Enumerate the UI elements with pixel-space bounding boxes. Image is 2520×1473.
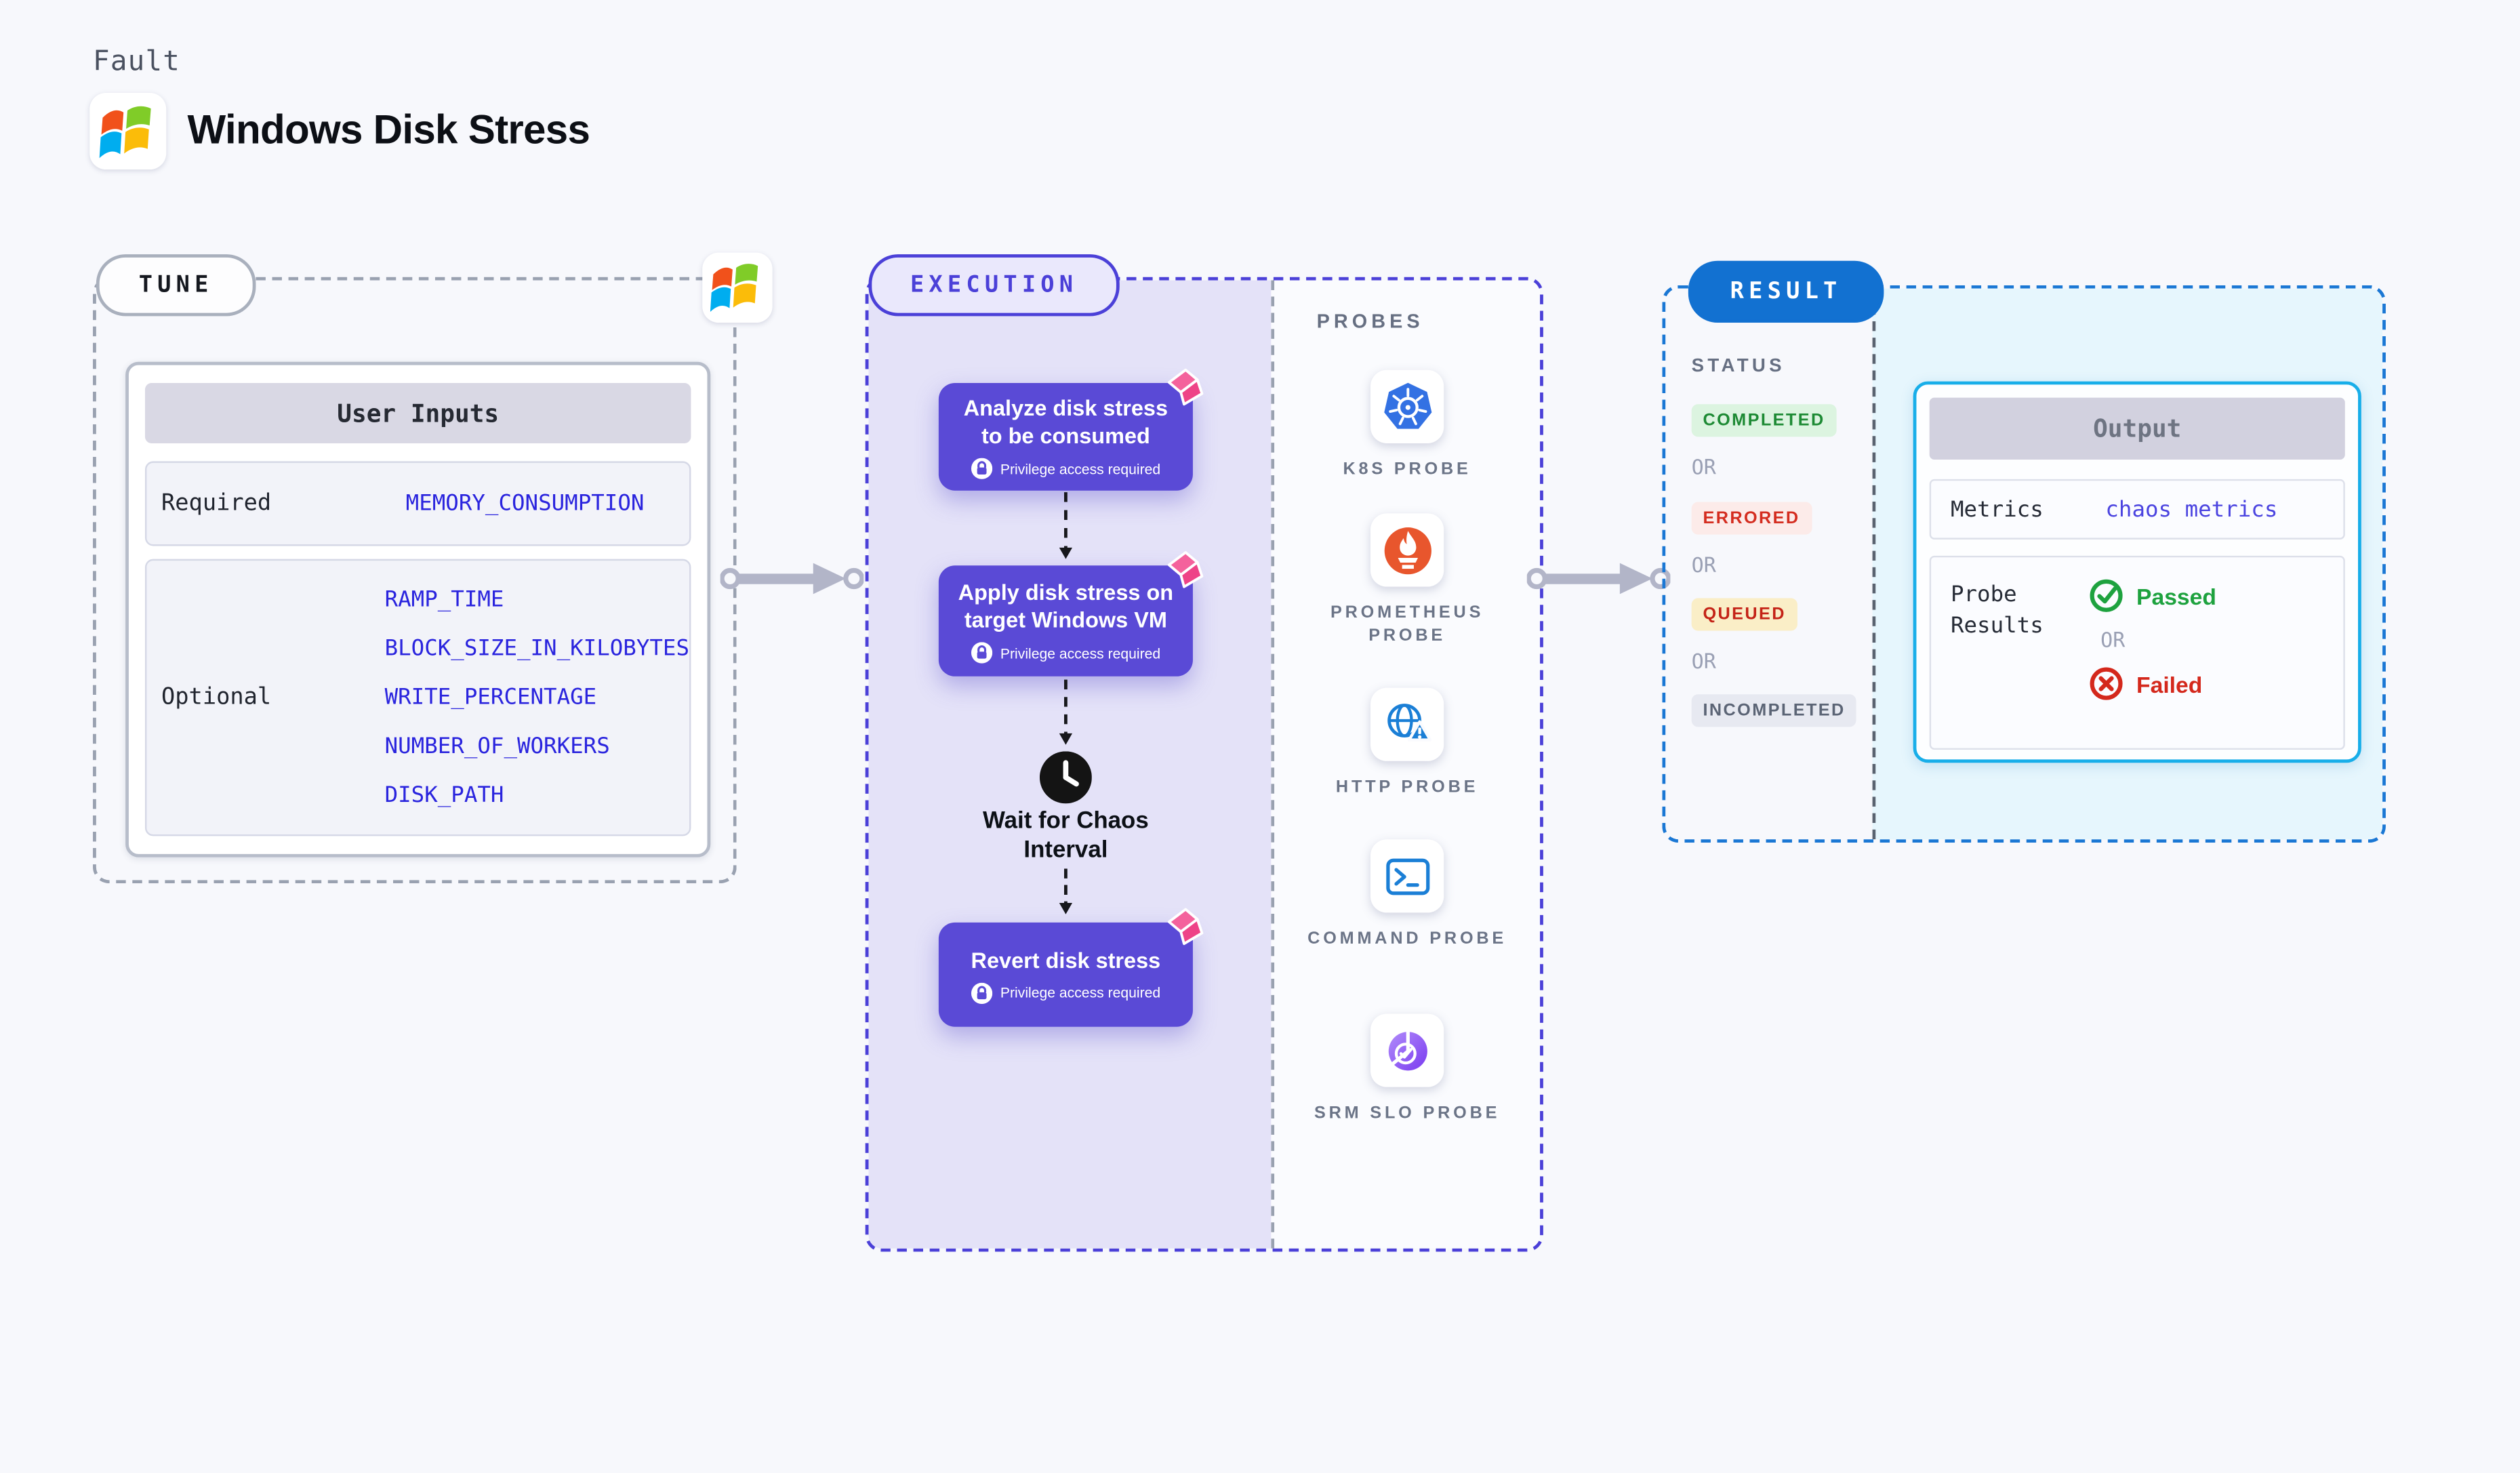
status-badge-errored: ERRORED (1691, 502, 1812, 535)
step-node-revert: Revert disk stress Privilege access requ… (938, 908, 1204, 1027)
or-separator: OR (2100, 627, 2126, 652)
optional-label: Optional (161, 684, 272, 711)
result-section: RESULT STATUS COMPLETED OR ERRORED OR QU… (1662, 260, 2386, 843)
wait-interval-label: Wait for Chaos Interval (983, 808, 1149, 864)
probe-label: HTTP PROBE (1335, 777, 1479, 797)
flow-connector (1059, 492, 1073, 559)
privilege-note: Privilege access required (971, 642, 1160, 664)
prometheus-icon (1370, 513, 1444, 587)
metrics-label: Metrics (1950, 496, 2044, 523)
clock-icon (1039, 751, 1092, 804)
required-label: Required (161, 490, 272, 517)
fault-kicker: Fault (93, 45, 181, 79)
step-node-apply: Apply disk stress on target Windows VM P… (938, 551, 1204, 677)
user-inputs-card: User Inputs Required MEMORY_CONSUMPTION … (125, 361, 711, 857)
status-badge-completed: COMPLETED (1691, 404, 1837, 437)
status-badge-incompleted: INCOMPLETED (1691, 694, 1857, 727)
execution-flow-panel: Analyze disk stress to be consumed Privi… (868, 280, 1272, 1249)
result-label: RESULT (1688, 260, 1884, 323)
execution-label: EXECUTION (868, 254, 1120, 317)
step-title: Analyze disk stress to be consumed (963, 396, 1168, 449)
probe-label: COMMAND PROBE (1307, 929, 1507, 949)
output-title: Output (1929, 397, 2345, 460)
probe-verdicts: Passed OR Failed (2089, 579, 2216, 701)
probe-results-row: Probe Results Passed OR (1929, 555, 2345, 750)
probe-label: SRM SLO PROBE (1314, 1103, 1501, 1123)
step-title: Apply disk stress on target Windows VM (958, 580, 1174, 632)
globe-warning-icon (1370, 687, 1444, 761)
step-node-analyze: Analyze disk stress to be consumed Privi… (938, 368, 1204, 491)
output-panel: Output Metrics chaos metrics Probe Resul… (1872, 288, 2383, 840)
lock-icon (971, 982, 992, 1003)
title-row: Windows Disk Stress (89, 93, 590, 170)
flow-connector (1059, 868, 1073, 914)
user-inputs-title: User Inputs (144, 383, 691, 443)
windows-logo-icon (702, 252, 773, 323)
or-separator: OR (1691, 648, 1716, 673)
tune-label: TUNE (96, 254, 256, 317)
tune-section: TUNE User Inputs Required MEMORY_CONSUMP… (93, 252, 773, 884)
terminal-icon (1370, 839, 1444, 913)
verdict-failed: Failed (2089, 666, 2202, 700)
probe-item-srm-slo: SRM SLO PROBE (1274, 1013, 1540, 1124)
kubernetes-icon (1370, 369, 1444, 443)
status-label: STATUS (1691, 357, 1785, 377)
status-badge-queued: QUEUED (1691, 598, 1797, 631)
step-title: Revert disk stress (971, 948, 1161, 973)
output-card: Output Metrics chaos metrics Probe Resul… (1913, 381, 2361, 763)
param-write-percentage: WRITE_PERCENTAGE (384, 684, 597, 711)
probe-item-http: HTTP PROBE (1274, 687, 1540, 799)
lock-icon (971, 458, 992, 479)
arrow-right-icon (1526, 563, 1671, 594)
lock-icon (971, 642, 992, 664)
privilege-note: Privilege access required (971, 982, 1160, 1003)
chaos-badge-icon (1164, 906, 1206, 949)
x-circle-icon (2090, 667, 2123, 700)
status-column: STATUS COMPLETED OR ERRORED OR QUEUED OR… (1665, 289, 1872, 840)
param-disk-path: DISK_PATH (384, 782, 504, 809)
probes-panel: PROBES K8S PROBE (1271, 280, 1541, 1249)
param-ramp-time: RAMP_TIME (384, 586, 504, 613)
verdict-passed: Passed (2089, 579, 2216, 613)
metrics-row: Metrics chaos metrics (1929, 479, 2345, 540)
probe-item-prometheus: PROMETHEUS PROBE (1274, 513, 1540, 647)
probe-results-label: Probe Results (1950, 582, 2044, 639)
check-circle-icon (2090, 579, 2123, 612)
windows-logo-icon (89, 93, 167, 170)
probe-item-command: COMMAND PROBE (1274, 839, 1540, 950)
execution-section: EXECUTION Analyze disk stress to be cons… (865, 254, 1543, 1252)
metrics-value: chaos metrics (2105, 496, 2278, 523)
arrow-right-icon (720, 563, 864, 594)
param-number-of-workers: NUMBER_OF_WORKERS (384, 733, 610, 760)
probe-item-k8s: K8S PROBE (1274, 369, 1540, 481)
optional-params-row: Optional RAMP_TIME BLOCK_SIZE_IN_KILOBYT… (144, 559, 691, 836)
page-title: Windows Disk Stress (187, 107, 590, 154)
srm-slo-icon (1370, 1013, 1444, 1087)
flow-connector (1059, 679, 1073, 745)
chaos-badge-icon (1164, 367, 1206, 409)
param-block-size: BLOCK_SIZE_IN_KILOBYTES (384, 635, 690, 662)
or-separator: OR (1691, 454, 1716, 479)
required-params-row: Required MEMORY_CONSUMPTION (144, 461, 691, 546)
chaos-badge-icon (1164, 549, 1206, 592)
probes-label: PROBES (1316, 309, 1424, 333)
param-memory-consumption: MEMORY_CONSUMPTION (405, 490, 645, 517)
probe-label: PROMETHEUS PROBE (1330, 603, 1484, 646)
probe-label: K8S PROBE (1343, 460, 1471, 479)
or-separator: OR (1691, 552, 1716, 578)
privilege-note: Privilege access required (971, 458, 1160, 479)
